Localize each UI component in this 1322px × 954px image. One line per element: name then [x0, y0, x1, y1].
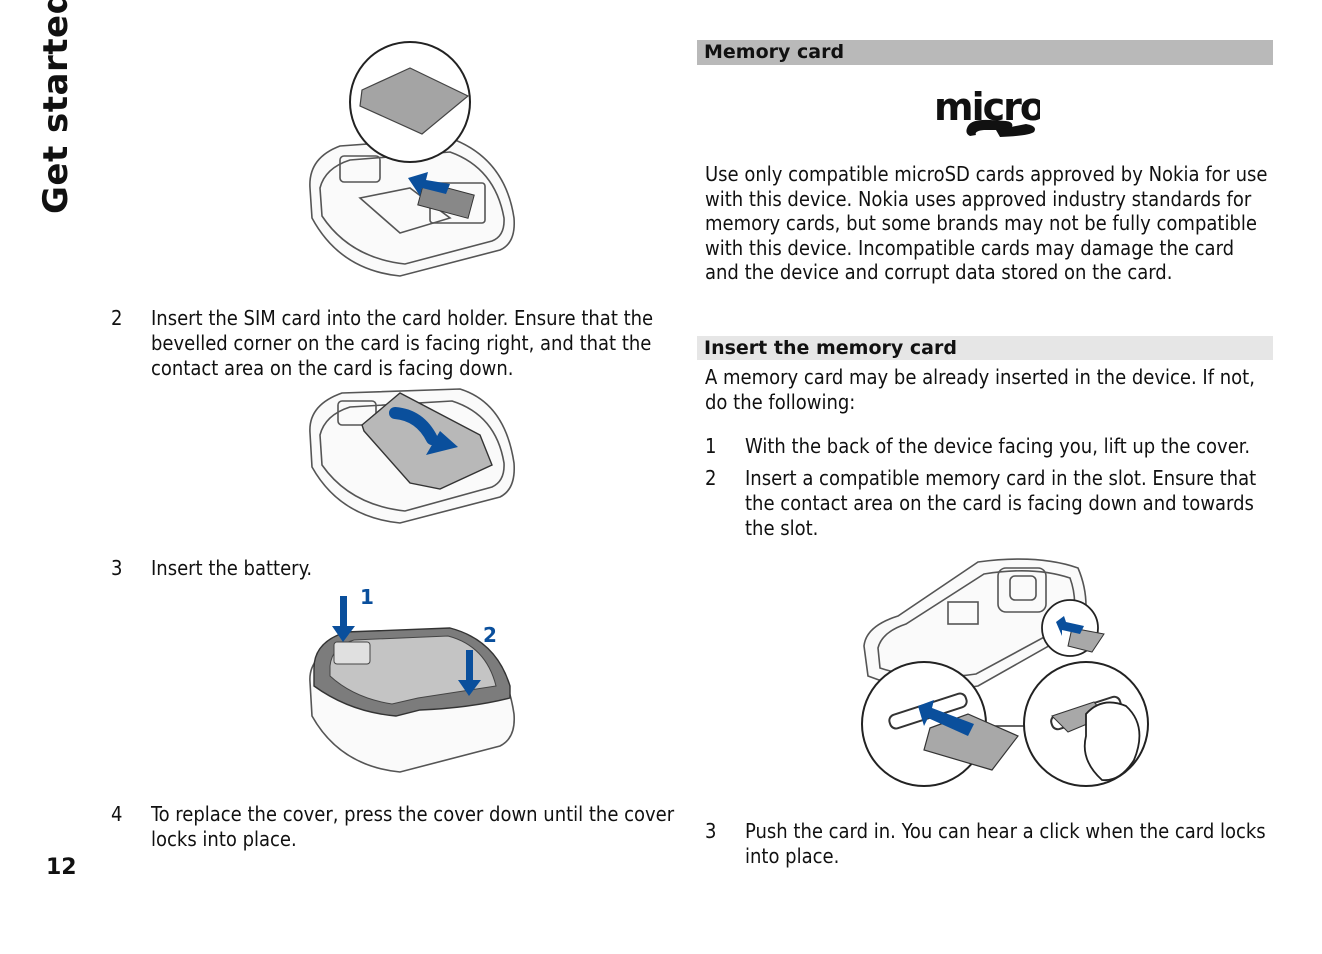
- section-title: Get started: [36, 0, 76, 214]
- memory-card-heading: Memory card: [697, 40, 1273, 65]
- step-number: 2: [705, 466, 717, 490]
- right-step-3: 3 Push the card in. You can hear a click…: [705, 819, 1271, 869]
- microsd-logo: micro: [934, 86, 1040, 138]
- right-step-2: 2 Insert a compatible memory card in the…: [705, 466, 1271, 541]
- step-text: Insert the battery.: [151, 556, 313, 580]
- memory-card-illustration: [858, 556, 1152, 792]
- step-number: 4: [111, 802, 123, 826]
- cover-label-2: 2: [483, 623, 497, 647]
- right-step-1: 1 With the back of the device facing you…: [705, 434, 1271, 459]
- step-number: 3: [111, 556, 123, 580]
- battery-illustration: [300, 385, 522, 530]
- step-text: Insert a compatible memory card in the s…: [745, 466, 1257, 540]
- step-number: 2: [111, 306, 123, 330]
- page-number: 12: [46, 855, 77, 880]
- step-text: Push the card in. You can hear a click w…: [745, 819, 1266, 868]
- sim-card-illustration: [300, 38, 522, 282]
- step-number: 1: [705, 434, 717, 458]
- left-step-3: 3 Insert the battery.: [111, 556, 677, 581]
- step-text: With the back of the device facing you, …: [745, 434, 1251, 458]
- left-step-2: 2 Insert the SIM card into the card hold…: [111, 306, 677, 381]
- insert-memory-card-heading: Insert the memory card: [697, 336, 1273, 360]
- cover-label-1: 1: [360, 586, 374, 609]
- step-text: To replace the cover, press the cover do…: [151, 802, 675, 851]
- step-text: Insert the SIM card into the card holder…: [151, 306, 654, 380]
- insert-intro: A memory card may be already inserted in…: [705, 365, 1255, 414]
- cover-illustration: 1 2: [300, 586, 522, 778]
- left-step-4: 4 To replace the cover, press the cover …: [111, 802, 677, 852]
- step-number: 3: [705, 819, 717, 843]
- memory-card-intro: Use only compatible microSD cards approv…: [705, 162, 1268, 284]
